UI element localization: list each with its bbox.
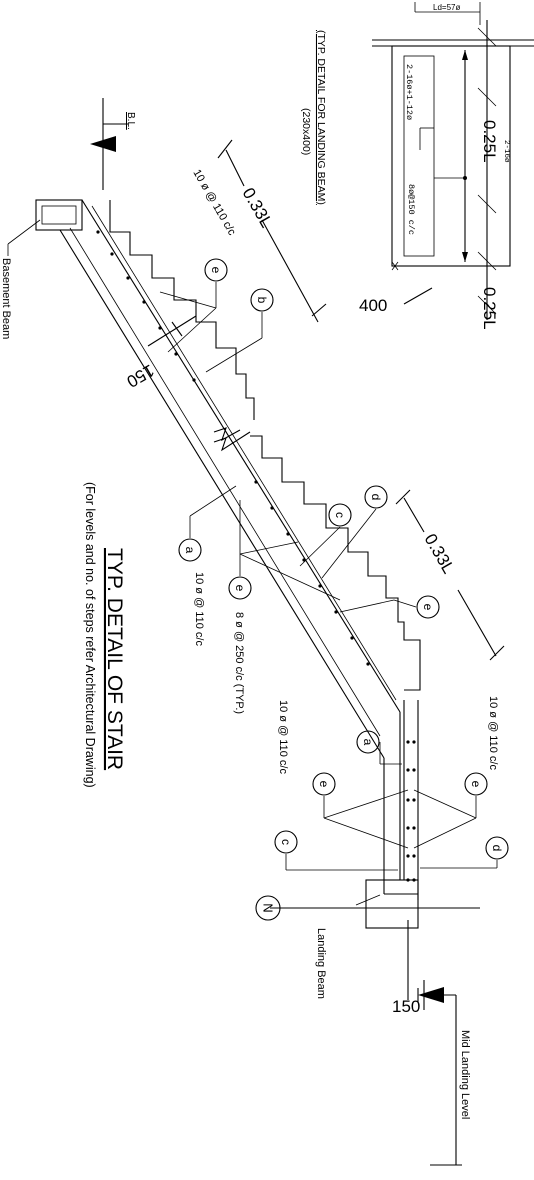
marker-e-right-label: e [421,604,435,611]
dim-025l-bottom: 0.25L [480,287,499,330]
landing-beam-size: (230x400) [300,108,312,155]
e-spec-label: 8 ø @ 250 c/c (TYP.) [233,612,245,714]
north-marker: N [255,895,281,921]
dim-025l-top: 0.25L [480,120,499,163]
basement-beam-label: Basement Beam [0,258,12,339]
marker-b-label: b [255,297,269,304]
marker-a-mid-label: a [183,547,197,554]
marker-e-landing-right-label: e [469,781,483,788]
d-spec-label: 10 ø @ 110 c/c [487,696,499,770]
stirrup-label: 8ø@150 c/c [406,184,416,235]
bar-marker-a-landing: a [356,730,402,765]
marker-a-landing-label: a [361,739,375,746]
landing-beam [365,879,419,929]
bottom-bars-label: 2-16ø [502,140,510,163]
top-bars-label: 2-16ø+1-12ø [404,64,414,120]
landing-beam-detail-title: (TYP. DETAIL FOR LANDING BEAM) [315,30,327,205]
marker-d-landing-label: d [490,845,504,852]
bar-marker-d-mid: d [321,485,388,579]
bar-marker-e-upper: e [159,258,228,353]
drawing-subtitle: (For levels and no. of steps refer Archi… [83,482,97,788]
marker-d-mid-label: d [369,494,383,501]
bar-marker-e-mid: e [228,500,341,601]
bar-marker-d-landing: d [420,836,509,869]
landing-beam-section [391,45,511,267]
dim-033l-top-label: 0.33L [239,185,277,231]
dimension-033l-bottom: 0.33L [395,489,505,661]
steps [109,200,421,691]
a-spec-label: 10 ø @ 110 c/c [193,572,205,646]
bl-marker: B.L. [90,98,136,190]
basement-beam: Basement Beam [0,199,83,339]
landing-beam-detail: Ld=57ø (TYP. DETAIL FOR LANDING BEAM) (2… [300,2,534,330]
dim-150-right-label: 150 [392,997,420,1016]
bar-marker-c-landing: c [274,830,398,871]
marker-c-mid-label: c [333,512,347,518]
b-spec-label: 10 ø @ 110 c/c [190,168,238,238]
mid-landing-level-label: Mid Landing Level [459,1030,471,1119]
ld-label: Ld=57ø [433,3,460,12]
bar-marker-b: b [205,288,274,373]
bar-marker-a-mid: a [178,485,237,562]
depth-pointer [403,287,433,305]
bar-marker-e-right: e [339,595,440,619]
bar-marker-c-mid: c [299,503,352,567]
drawing-title: TYP. DETAIL OF STAIR [103,548,126,770]
depth-400-label: 400 [359,296,387,315]
dim-150-left-label: 150 [123,361,157,392]
marker-e-landing-left-label: e [317,781,331,788]
break-line [213,427,241,442]
marker-e-mid-label: e [233,585,247,592]
landing-beam-label: Landing Beam [315,928,327,999]
rebar-dots [96,230,416,882]
bar-marker-e-landing-left: e [312,772,409,849]
bar-marker-e-landing-right: e [413,772,488,849]
beam-stirrup [403,55,435,257]
north-label: N [261,903,276,912]
dim-033l-bottom-label: 0.33L [421,531,459,577]
bl-label: B.L. [125,112,136,130]
c-spec-label: 10 ø @ 110 c/c [277,700,289,774]
marker-c-landing-label: c [279,839,293,845]
waist-slab [59,199,401,759]
dimension-150-right: 150 [392,988,420,1016]
mid-landing: Landing Beam Mid Landing Level [270,700,480,1166]
marker-e-upper-label: e [209,267,223,274]
